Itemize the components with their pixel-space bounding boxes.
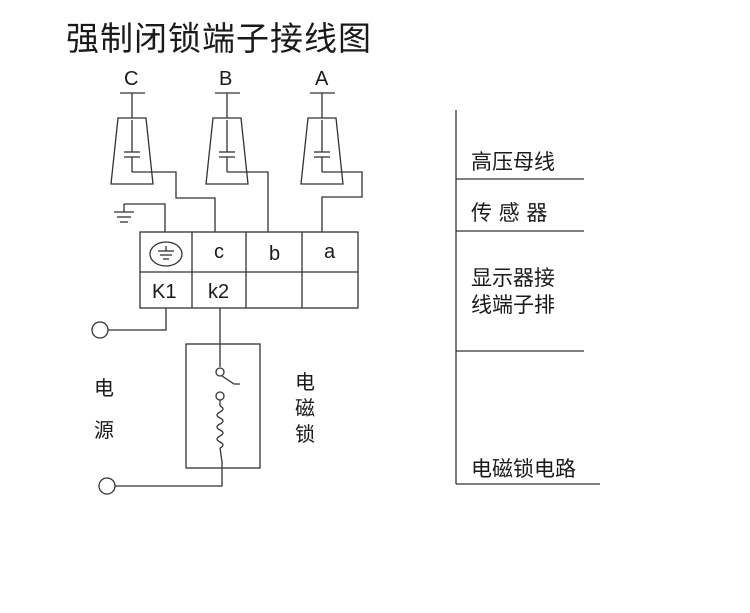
page-title: 强制闭锁端子接线图 xyxy=(66,19,372,58)
power-wiring xyxy=(91,308,223,495)
lock-label-char-1: 电 xyxy=(295,370,315,394)
phase-a-label: A xyxy=(315,68,329,90)
legend-terminal-line2: 线端子排 xyxy=(471,293,555,317)
legend-lock-circuit: 电磁锁电路 xyxy=(471,457,576,481)
phase-b-label: B xyxy=(219,68,233,90)
legend-terminal-line1: 显示器接 xyxy=(471,266,555,290)
terminal-cell-a: a xyxy=(324,241,336,263)
terminal-cell-k1: K1 xyxy=(152,281,177,303)
sensor-a xyxy=(300,92,363,232)
sensor-c xyxy=(110,92,216,232)
lock-label-char-3: 锁 xyxy=(295,422,315,446)
legend-sensor: 传 感 器 xyxy=(471,201,548,225)
lock-label-char-2: 磁 xyxy=(295,396,315,420)
ground-icon xyxy=(114,203,166,232)
terminal-cell-k2: k2 xyxy=(208,281,230,303)
electromagnetic-lock xyxy=(185,343,261,469)
power-label-char-1: 电 xyxy=(94,376,114,400)
terminal-cell-b: b xyxy=(269,243,281,265)
terminal-cell-c: c xyxy=(214,241,224,263)
phase-c-label: C xyxy=(124,68,139,90)
terminal-block xyxy=(139,231,359,309)
power-label-char-2: 源 xyxy=(94,418,114,442)
legend-lines xyxy=(455,110,600,485)
legend-bus: 高压母线 xyxy=(471,150,555,174)
sensor-b xyxy=(205,92,269,232)
